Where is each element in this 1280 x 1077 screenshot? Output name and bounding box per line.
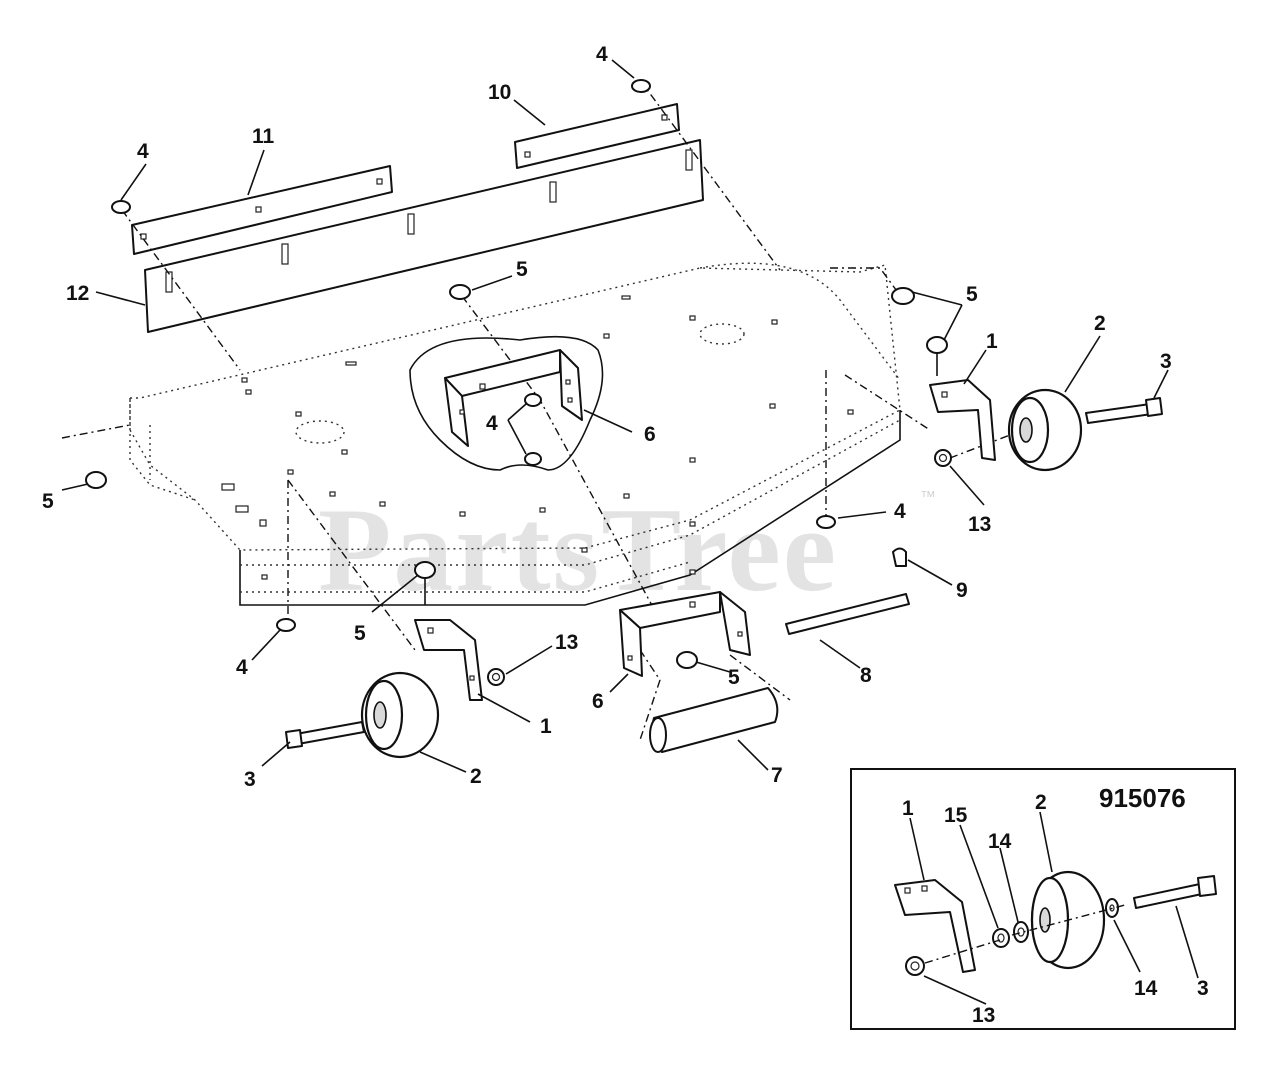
callout-1: 1 [986,330,998,353]
callout-3: 3 [1197,977,1209,1000]
inset-spacer-15 [992,928,1010,948]
inset-locknut-13 [905,956,925,976]
callout-11: 11 [252,125,275,148]
inset-bolt-3 [1133,875,1217,909]
callout-9: 9 [956,579,968,602]
callout-10: 10 [488,81,511,104]
callout-13: 13 [972,1004,995,1027]
shaft-8 [785,593,910,635]
roller-7 [649,687,779,753]
wheel-2-right [1007,388,1083,472]
callout-labels: 4 10 11 4 12 5 5 2 1 3 4 6 13 5 4 9 5 13… [42,43,1209,1027]
flange-nut-4 [111,79,836,632]
callout-7: 7 [771,764,783,787]
callout-1: 1 [902,797,914,820]
callout-4: 4 [486,412,498,435]
roller-bracket-6-lower [619,591,751,677]
locknut-13-left [487,668,505,686]
callout-1: 1 [540,715,552,738]
roller-bracket-6-upper [409,335,604,471]
carriage-bolt-5 [85,284,948,669]
inset-box [850,768,1236,1030]
leader-lines [61,59,1169,773]
callout-5: 5 [516,258,528,281]
bolt-3-right [1085,397,1163,424]
callout-4: 4 [596,43,608,66]
callout-13: 13 [968,513,991,536]
callout-4: 4 [137,140,149,163]
callout-5: 5 [966,283,978,306]
callout-2: 2 [1094,312,1106,335]
callout-12: 12 [66,282,89,305]
plate-10 [514,103,680,169]
callout-14: 14 [988,830,1012,853]
callout-4: 4 [894,500,906,523]
inset-bracket-1 [894,879,976,973]
callout-6: 6 [592,690,604,713]
callout-6: 6 [644,423,656,446]
callout-13: 13 [555,631,578,654]
callout-5: 5 [42,490,54,513]
callout-14: 14 [1134,977,1158,1000]
bracket-1-left [414,619,483,701]
callout-15: 15 [944,804,968,827]
callout-4: 4 [236,656,248,679]
baffle-12 [144,139,704,333]
callout-8: 8 [860,664,872,687]
callout-2: 2 [1035,791,1047,814]
callout-3: 3 [1160,350,1172,373]
pin-9 [892,547,907,567]
mower-deck [129,262,901,606]
inset-leader-lines [909,811,1199,1005]
watermark-trademark: ™ [920,489,936,506]
bracket-1-right [929,379,996,461]
callout-3: 3 [244,768,256,791]
callout-5: 5 [354,622,366,645]
inset-washer-14a [1013,921,1029,943]
callout-5: 5 [728,666,740,689]
locknut-13-right [934,449,952,467]
bolt-3-left [285,721,365,749]
inset-title: 915076 [1099,783,1186,813]
wheel-2-left [360,671,440,759]
callout-2: 2 [470,765,482,788]
watermark-text: PartsTree [318,483,838,616]
